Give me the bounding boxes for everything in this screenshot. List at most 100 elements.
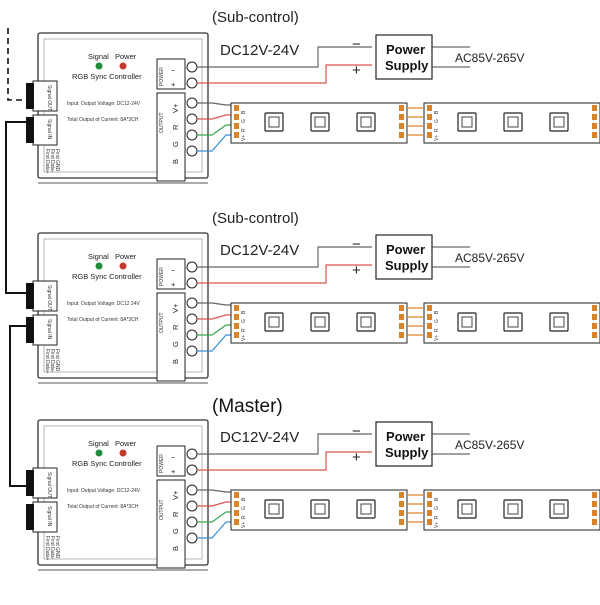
strip-pad [592, 492, 597, 498]
led-chip-inner [553, 116, 565, 128]
screw-terminal-icon [186, 97, 198, 109]
output-pin-label: B [171, 159, 180, 164]
rgb-wire [197, 102, 234, 106]
input-voltage-text: Input: Output Voltage: DC12-24V [67, 101, 141, 107]
port-pin-label: First GND [54, 536, 60, 559]
ac-voltage-label: AC85V-265V [455, 438, 524, 452]
dc-plus-wire [197, 264, 372, 284]
rgb-wire [197, 334, 234, 352]
power-plus-label: + [171, 467, 176, 476]
led-chip-inner [360, 316, 372, 328]
strip-pad [592, 519, 597, 525]
port-pin-label: First GND [54, 349, 60, 372]
dc-plus-wire [197, 64, 372, 84]
power-led-label: Power [115, 52, 137, 61]
rgb-wire [197, 134, 234, 152]
port-pin-label: First Data+ [44, 536, 50, 561]
power-minus-label: − [171, 266, 176, 275]
strip-pad [399, 123, 404, 129]
led-chip-inner [507, 503, 519, 515]
output-pin-label: V+ [171, 303, 180, 313]
strip-pad [399, 305, 404, 311]
strip-pad [427, 323, 432, 329]
led-chip-inner [553, 316, 565, 328]
port-pin-label: First Data- [49, 536, 55, 560]
screw-terminal-icon [186, 345, 198, 357]
strip-pad [399, 492, 404, 498]
output-pin-label: B [171, 359, 180, 364]
output-pin-label: V+ [171, 490, 180, 500]
rgb-wire [197, 124, 234, 136]
strip-pad [399, 314, 404, 320]
power-plus-label: + [171, 280, 176, 289]
input-voltage-text: Input: Output Voltage: DC12-24V [67, 488, 141, 494]
screw-terminal-icon [186, 61, 198, 73]
output-pin-label: R [171, 324, 180, 330]
power-supply-label-2: Supply [385, 445, 429, 460]
power-supply-label-1: Power [386, 429, 425, 444]
strip-pad [234, 510, 239, 516]
strip-pad [592, 314, 597, 320]
screw-terminal-icon [186, 500, 198, 512]
strip-pad [234, 105, 239, 111]
strip-pad [427, 114, 432, 120]
signal-led-icon [95, 262, 103, 270]
power-supply-box [375, 421, 433, 467]
led-chip-inner [360, 503, 372, 515]
signal-out-plug [26, 83, 34, 109]
strip-pin-label: G [434, 506, 440, 510]
output-terminal-label: OUTPUT [159, 312, 165, 333]
rgb-wire [197, 521, 234, 539]
power-terminal-label: POWER [159, 267, 165, 286]
power-terminal-block [156, 58, 186, 90]
total-output-text: Total Output of Current: 8A*3CH [67, 117, 139, 123]
signal-out-port [32, 280, 58, 312]
power-terminal-block [156, 258, 186, 290]
power-supply-label-1: Power [386, 242, 425, 257]
rgb-wire [197, 314, 234, 320]
strip-pad [234, 501, 239, 507]
supply-plus-label: + [352, 449, 361, 466]
signal-out-plug [26, 470, 34, 496]
signal-in-port [32, 501, 58, 533]
controller-title: RGB Sync Controller [72, 272, 142, 281]
supply-plus-label: + [352, 262, 361, 279]
signal-in-port [32, 314, 58, 346]
strip-pin-label: G [241, 119, 247, 123]
output-pin-label: V+ [171, 103, 180, 113]
supply-plus-label: + [352, 62, 361, 79]
strip-pad [399, 132, 404, 138]
supply-minus-label: − [352, 236, 361, 253]
screw-terminal-icon [186, 77, 198, 89]
port-pin-label: First Data+ [44, 149, 50, 174]
output-pin-label: G [171, 341, 180, 347]
unit-caption: (Sub-control) [212, 9, 299, 26]
controller-title: RGB Sync Controller [72, 459, 142, 468]
strip-pad [427, 519, 432, 525]
strip-pad [427, 314, 432, 320]
signal-led-icon [95, 449, 103, 457]
rgb-wire [197, 511, 234, 523]
strip-pad [234, 114, 239, 120]
led-chip-inner [461, 503, 473, 515]
power-supply-box [375, 234, 433, 280]
strip-pin-label: B [241, 497, 247, 501]
rgb-wire [197, 302, 234, 306]
strip-pad [234, 123, 239, 129]
strip-pin-label: G [434, 119, 440, 123]
rgb-wire [197, 114, 234, 120]
output-pin-label: R [171, 124, 180, 130]
dc-voltage-label: DC12V-24V [220, 242, 299, 259]
strip-pin-label: R [241, 128, 247, 132]
strip-pin-label: G [241, 319, 247, 323]
strip-pin-label: B [241, 110, 247, 114]
strip-pad [427, 332, 432, 338]
supply-minus-label: − [352, 36, 361, 53]
strip-pad [399, 510, 404, 516]
dc-minus-wire [197, 433, 372, 455]
strip-pad [592, 332, 597, 338]
power-supply-label-1: Power [386, 42, 425, 57]
screw-terminal-icon [186, 277, 198, 289]
